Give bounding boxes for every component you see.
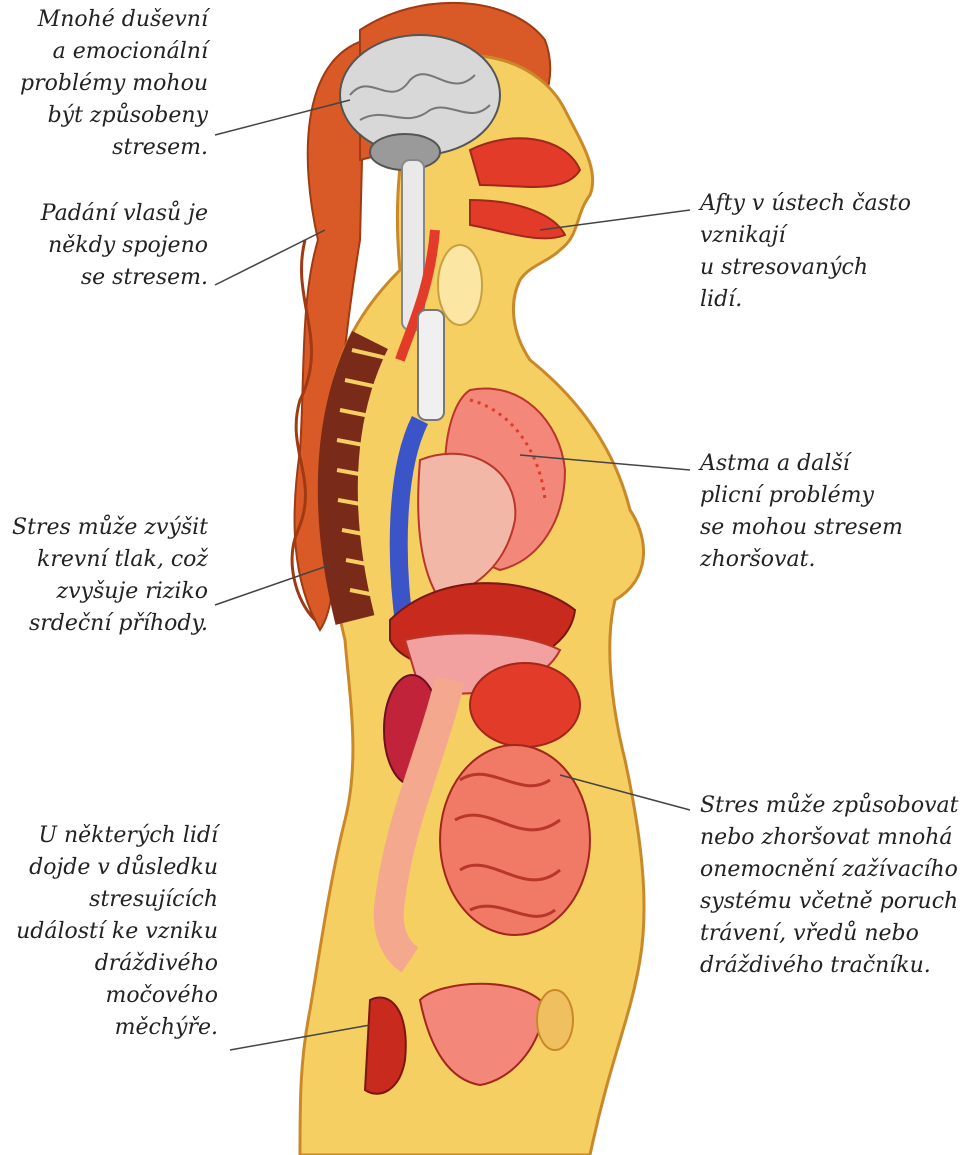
label-bladder: U některých lidí dojde v důsledku stresu…: [8, 820, 218, 1044]
label-lungs: Astma a další plicní problémy se mohou s…: [700, 448, 960, 576]
label-mouth: Afty v ústech často vznikají u stresovan…: [700, 188, 960, 316]
stomach-illustration: [470, 663, 580, 747]
label-hair: Padání vlasů je někdy spojeno se stresem…: [8, 198, 208, 294]
label-brain: Mnohé duševní a emocionální problémy moh…: [8, 4, 208, 164]
label-digestive: Stres může způsobovat nebo zhoršovat mno…: [700, 790, 968, 982]
hair-leader-line: [215, 230, 325, 285]
label-heart: Stres může zvýšit krevní tlak, což zvyšu…: [8, 512, 208, 640]
